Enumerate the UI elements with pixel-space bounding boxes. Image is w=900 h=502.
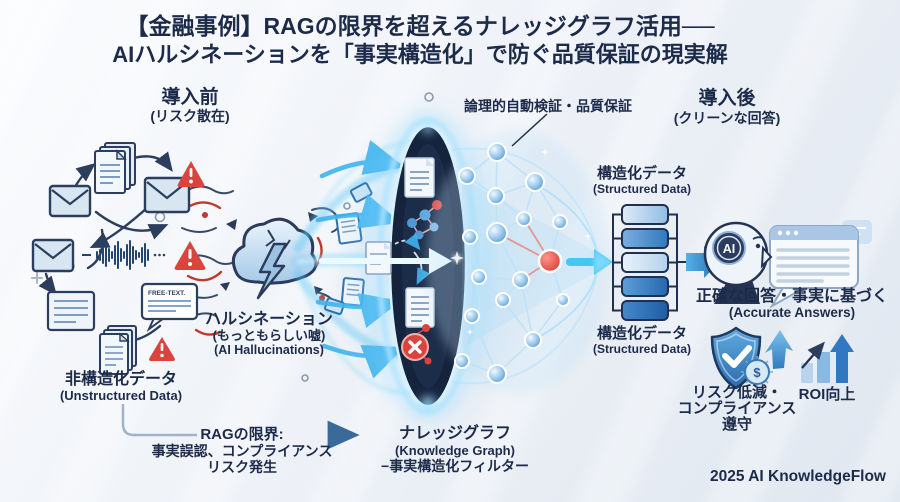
audio-waveform-icon — [82, 240, 166, 270]
up-arrow-icon — [765, 330, 793, 369]
structured-top-label-en: (Structured Data) — [592, 182, 692, 196]
accurate-label-jp: 正確な回答・事実に基づく — [695, 288, 889, 305]
accurate-label-en: (Accurate Answers) — [728, 305, 856, 320]
chat-window-icon — [769, 220, 872, 309]
warning-icon — [174, 241, 206, 270]
knowledge-graph-label-en: (Knowledge Graph) — [395, 443, 515, 458]
knowledge-graph-label-sub: −事実構造化フィルター — [381, 458, 529, 474]
network-mesh — [451, 142, 598, 385]
rag-limit-line2: 事実誤認、コンプライアンス — [151, 443, 333, 459]
header-after-sub: (クリーンな回答) — [673, 110, 781, 126]
rag-limit-title: RAGの限界: — [200, 426, 284, 443]
lens-doc-icon — [405, 287, 435, 328]
mesh-haze — [426, 130, 610, 394]
risk-label-line2: コンプライアンス — [677, 400, 797, 417]
ai-badge-label: AI — [723, 242, 736, 256]
rag-limit-line3: リスク発生 — [207, 459, 277, 475]
document-icon — [46, 290, 96, 332]
structured-bottom-label-en: (Structured Data) — [592, 342, 692, 356]
ai-head-icon: AI — [703, 221, 773, 304]
roi-label: ROI向上 — [798, 386, 856, 403]
lens-reject-icon — [401, 324, 432, 365]
dollar-badge-icon: $ — [741, 356, 773, 388]
note-pointer-line — [511, 113, 548, 147]
warning-icon — [149, 337, 175, 361]
unstructured-label-jp: 非構造化データ — [64, 371, 178, 388]
lens-doc-icon — [404, 157, 435, 198]
unstructured-label-en: (Unstructured Data) — [59, 388, 183, 403]
header-before-sub: (リスク散在) — [150, 108, 230, 124]
footer-credit: 2025 AI KnowledgeFlow — [710, 468, 886, 485]
free-text-label: FREE-TEXT. — [148, 290, 185, 297]
mesh-cone — [462, 178, 596, 348]
risk-label-line3: 遵守 — [721, 416, 753, 433]
structured-bottom-label-jp: 構造化データ — [596, 325, 688, 342]
knowledge-graph-label-jp: ナレッジグラフ — [398, 425, 512, 442]
free-text-bubble-icon: FREE-TEXT. — [140, 282, 199, 333]
title-line1: 【金融事例】RAGの限界を超えるナレッジグラフ活用── — [125, 13, 715, 39]
title-line2: AIハルシネーションを「事実構造化」で防ぐ品質保証の現実解 — [112, 42, 728, 67]
warning-icon — [177, 161, 205, 187]
shield-icon: $ — [710, 326, 773, 390]
envelope-icon — [31, 238, 75, 273]
envelope-icon — [48, 184, 92, 218]
stacked-docs-icon — [99, 325, 137, 375]
bottom-flow-connector — [121, 404, 360, 450]
structured-top-label-jp: 構造化データ — [596, 165, 688, 182]
verify-note: 論理的自動検証・品質保証 — [464, 98, 632, 114]
envelope-icon — [143, 176, 191, 214]
hallucination-label-en: (AI Hallucinations) — [214, 343, 324, 357]
sparkles — [450, 147, 592, 336]
dollar-label: $ — [753, 365, 761, 380]
structured-stack-icon — [612, 204, 686, 321]
risk-label-line1: リスク低減・ — [691, 384, 783, 401]
converge-arrow — [566, 249, 613, 275]
roi-chart-icon — [801, 334, 854, 383]
hallucination-label-note: (もっともらしい嘘) — [212, 328, 326, 343]
header-before: 導入前 — [161, 87, 219, 108]
error-node — [537, 248, 563, 274]
header-after: 導入後 — [698, 88, 756, 109]
hallucination-label-jp: ハルシネーション — [205, 311, 333, 328]
stacked-docs-icon — [94, 142, 136, 194]
